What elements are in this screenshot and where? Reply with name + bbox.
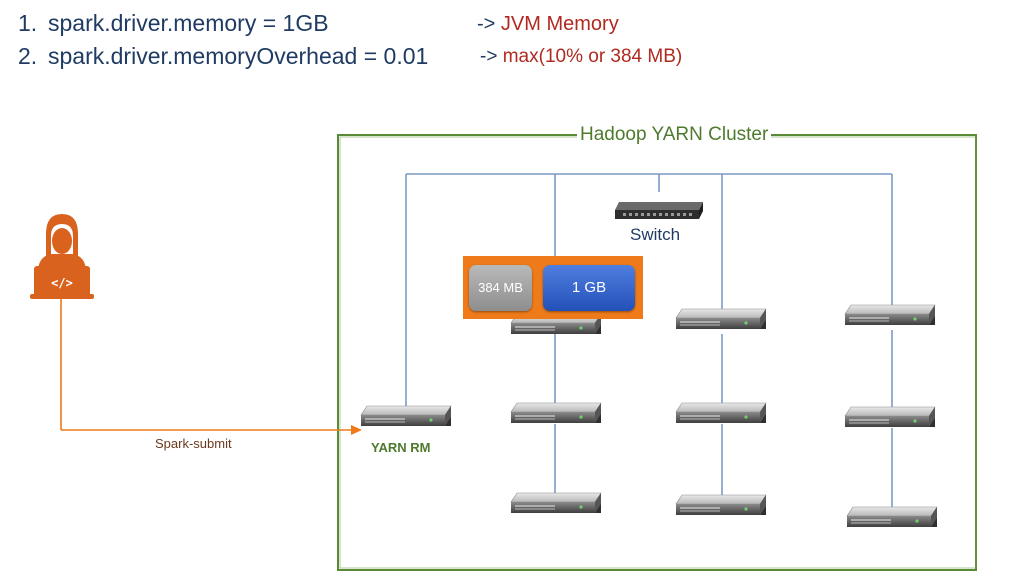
spark-submit-connector [60, 298, 362, 435]
config-line-memory-overhead: 2. spark.driver.memoryOverhead = 0.01 [18, 43, 428, 70]
memory-overhead-block: 384 MB [469, 265, 532, 311]
cluster-server [510, 402, 602, 424]
jvm-memory-note: JVM Memory [500, 13, 619, 35]
overhead-rule-note: max(10% or 384 MB) [502, 46, 683, 67]
config-line-driver-memory: 1. spark.driver.memory = 1GB [18, 10, 329, 37]
config-line-2-annotation: -> max(10% or 384 MB) [480, 46, 682, 68]
switch-label: Switch [630, 225, 681, 244]
cluster-server [844, 406, 936, 428]
yarn-rm-server [360, 405, 452, 427]
config-line-number: 1. [18, 10, 38, 36]
cluster-border [337, 134, 977, 571]
config-line-number: 2. [18, 43, 38, 69]
arrow-text: -> [480, 46, 498, 67]
cluster-title: Hadoop YARN Cluster [577, 124, 772, 146]
config-line-text: spark.driver.memoryOverhead = 0.01 [48, 43, 429, 69]
cluster-server [510, 492, 602, 514]
developer-user-icon: </> [30, 214, 94, 299]
cluster-server [844, 304, 936, 326]
yarn-rm-label: YARN RM [371, 440, 431, 455]
network-lines [405, 173, 893, 508]
cluster-server [675, 402, 767, 424]
cluster-server [675, 308, 767, 330]
spark-submit-label: Spark-submit [155, 436, 232, 451]
arrow-text: -> [477, 13, 496, 35]
svg-text:</>: </> [51, 276, 73, 290]
jvm-heap-block: 1 GB [543, 265, 635, 311]
network-switch [615, 202, 703, 219]
cluster-server [846, 506, 938, 528]
config-line-1-annotation: -> JVM Memory [477, 13, 619, 36]
driver-memory-container: 384 MB 1 GB [463, 256, 643, 319]
config-line-text: spark.driver.memory = 1GB [48, 10, 329, 36]
cluster-server [675, 494, 767, 516]
